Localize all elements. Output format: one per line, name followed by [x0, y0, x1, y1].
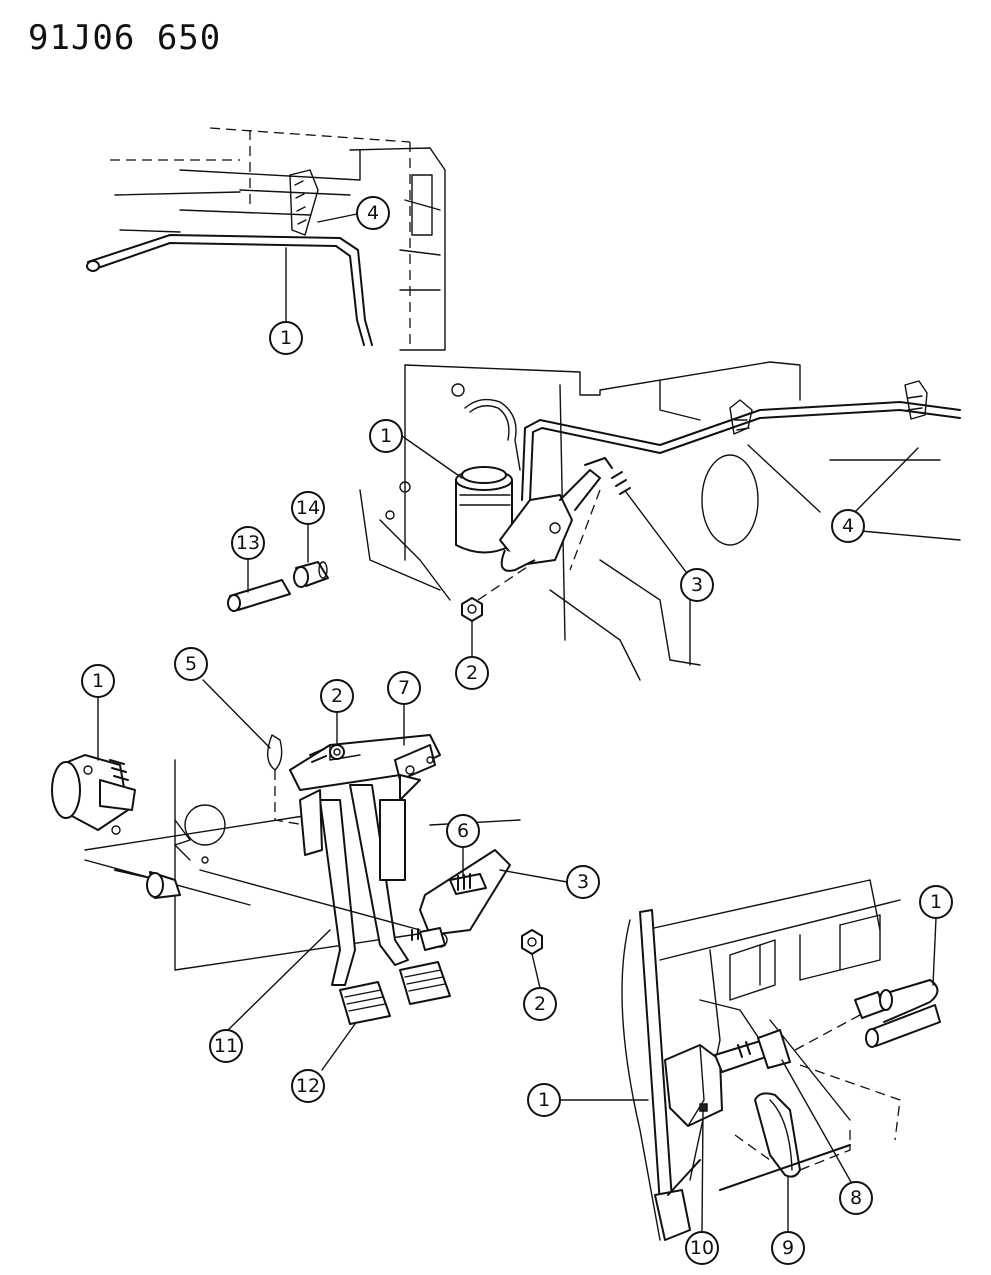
- svg-text:4: 4: [367, 202, 379, 224]
- callout-3-stud: 3: [680, 568, 714, 602]
- svg-text:2: 2: [466, 662, 478, 684]
- callout-2-bracket-nut: 2: [320, 679, 354, 713]
- pedal-pad-left: [339, 981, 391, 1025]
- nut-2-lower: [521, 929, 543, 955]
- clutch-pedal-arm: [319, 799, 356, 986]
- svg-text:14: 14: [296, 497, 320, 519]
- svg-text:1: 1: [280, 327, 292, 349]
- callout-1-fork-rod: 1: [527, 1083, 561, 1117]
- svg-text:4: 4: [842, 515, 854, 537]
- callout-1-top-line: 1: [269, 321, 303, 355]
- callout-1-bottom-line: 1: [919, 885, 953, 919]
- retaining-clip-5: [267, 734, 283, 771]
- line-clip-4a: [729, 399, 753, 435]
- callouts: 1 4 1 4 3 2 13 14: [81, 196, 953, 1265]
- callout-8-pushrod: 8: [839, 1181, 873, 1215]
- svg-text:1: 1: [380, 425, 392, 447]
- line-clip-4-top: [289, 169, 319, 236]
- svg-text:12: 12: [296, 1075, 320, 1097]
- callout-7-bracket: 7: [387, 671, 421, 705]
- view-transmission: [621, 879, 941, 1241]
- svg-text:6: 6: [457, 820, 469, 842]
- svg-text:1: 1: [92, 670, 104, 692]
- callout-5-clip: 5: [174, 647, 208, 681]
- callout-2-lower-nut: 2: [523, 987, 557, 1021]
- svg-text:1: 1: [538, 1089, 550, 1111]
- svg-text:9: 9: [782, 1237, 794, 1259]
- callout-2-middle-nut: 2: [455, 656, 489, 690]
- svg-text:3: 3: [691, 574, 703, 596]
- view-master-cylinder: [359, 361, 961, 681]
- svg-text:2: 2: [534, 993, 546, 1015]
- leader-lines: [97, 213, 937, 1233]
- view-firewall-top: [86, 127, 446, 351]
- callout-11-pedal-arm: 11: [209, 1029, 243, 1063]
- hydraulic-line-top: [87, 234, 373, 346]
- callout-3-switch-bracket: 3: [566, 865, 600, 899]
- callout-4-middle-clips: 4: [831, 509, 865, 543]
- svg-text:10: 10: [690, 1237, 714, 1259]
- hydraulic-line-bottom: [879, 979, 939, 1023]
- svg-text:11: 11: [214, 1035, 238, 1057]
- slave-cylinder-10: [664, 1044, 723, 1127]
- svg-text:7: 7: [398, 677, 410, 699]
- callout-10-slave-cylinder: 10: [685, 1231, 719, 1265]
- svg-text:3: 3: [577, 871, 589, 893]
- svg-text:13: 13: [236, 532, 260, 554]
- svg-text:5: 5: [185, 653, 197, 675]
- callout-4-top-clip: 4: [356, 196, 390, 230]
- callout-14-bushing: 14: [291, 491, 325, 525]
- callout-12-pedal-pad: 12: [291, 1069, 325, 1103]
- callout-13-sleeve: 13: [231, 526, 265, 560]
- svg-text:8: 8: [850, 1187, 862, 1209]
- pushrod-bushing-parts: [227, 561, 329, 612]
- nut-2-middle: [461, 597, 483, 622]
- line-clip-4b: [904, 380, 928, 420]
- hydraulic-line-middle: [521, 401, 961, 501]
- view-pedal-assembly: [51, 734, 543, 1025]
- callout-6-switch: 6: [446, 814, 480, 848]
- callout-1-left-cylinder: 1: [81, 664, 115, 698]
- svg-text:2: 2: [331, 685, 343, 707]
- drawing-code: 91J06 650: [28, 18, 222, 58]
- pedal-pad-right: [399, 961, 451, 1005]
- svg-text:1: 1: [930, 891, 942, 913]
- callout-9-release-bearing: 9: [771, 1231, 805, 1265]
- callout-1-master-cylinder: 1: [369, 419, 403, 453]
